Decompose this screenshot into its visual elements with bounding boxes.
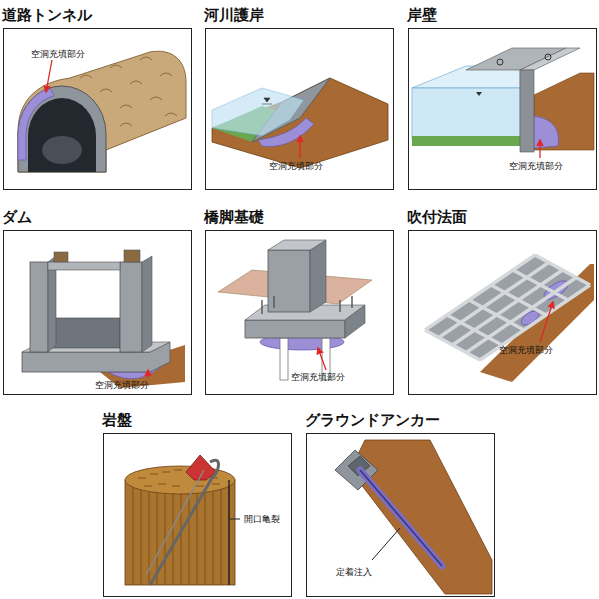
- quay-wall-illustration-part: [412, 136, 520, 146]
- dam-illustration-part: [147, 370, 148, 378]
- ground-anchor-illustration-part: [360, 470, 442, 566]
- pier-foundation-illustration-part: [345, 305, 365, 338]
- quay-wall-illustration-part: [476, 92, 482, 96]
- bedrock-illustration-part: [228, 480, 229, 585]
- quay-wall-illustration-part: [545, 54, 551, 60]
- dam-illustration-part: [30, 262, 48, 352]
- slope-illustration-part-part: [425, 330, 480, 360]
- panel-box: 橋脚基礎空洞充填部分: [205, 230, 394, 395]
- bedrock-illustration-part: [230, 519, 240, 520]
- panel-title: 道路トンネル: [2, 5, 92, 25]
- quay-wall-illustration-part: [539, 140, 540, 158]
- quay-wall-illustration: [412, 48, 594, 158]
- part-label: 空洞充填部分: [291, 372, 345, 383]
- slope-illustration: [425, 255, 594, 382]
- dam-illustration-part: [48, 256, 56, 352]
- panel-title: 橋脚基礎: [204, 207, 264, 227]
- ground-anchor-illustration-part: [360, 470, 442, 566]
- dam-illustration-part: [142, 256, 152, 352]
- pier-foundation-illustration-part: [245, 320, 345, 338]
- slope-illustration-part: [425, 255, 590, 360]
- slope-illustration-part-part: [466, 278, 576, 353]
- tunnel-illustration-part: [28, 98, 96, 172]
- panel-box: グラウンドアンカー定着注入: [306, 433, 495, 597]
- revetment-illustration-part: [212, 88, 304, 136]
- quay-wall-illustration-part: [497, 59, 503, 65]
- tunnel-illustration-part: [46, 60, 52, 92]
- part-label: 開口亀裂: [244, 514, 280, 525]
- slope-illustration-part-part: [480, 285, 590, 360]
- part-label: 空洞充填部分: [31, 49, 85, 60]
- part-label: 空洞充填部分: [95, 380, 149, 391]
- slope-illustration-part-part: [513, 270, 568, 300]
- panel-box: 岸壁空洞充填部分: [408, 28, 597, 190]
- revetment-illustration: [212, 78, 388, 168]
- quay-wall-illustration-part: [534, 73, 594, 150]
- pier-foundation-illustration-part: [262, 296, 352, 314]
- ground-anchor-illustration-part: [372, 528, 400, 560]
- slope-illustration-part: [425, 255, 590, 360]
- pier-foundation-illustration: [218, 240, 372, 380]
- part-label: 空洞充填部分: [269, 161, 323, 172]
- panel-box: ダム空洞充填部分: [3, 230, 192, 395]
- slope-illustration-part-part: [469, 300, 524, 330]
- slope-illustration-part-part: [453, 270, 563, 345]
- panel-box: 河川護岸空洞充填部分: [205, 28, 394, 190]
- quay-wall-illustration-part: [520, 48, 580, 70]
- revetment-illustration-part: [262, 98, 272, 104]
- tunnel-illustration-part: [18, 86, 106, 172]
- quay-wall-illustration-part: [520, 70, 534, 152]
- bedrock-illustration-part: [146, 470, 204, 575]
- tunnel-illustration-part: [42, 136, 82, 164]
- pier-foundation-illustration-part: [268, 240, 326, 250]
- dam-illustration-part: [54, 252, 68, 262]
- dam-illustration: [22, 250, 185, 388]
- dam-illustration-part: [124, 250, 140, 262]
- revetment-illustration-part: [212, 78, 388, 168]
- panel-box: 岩盤開口亀裂: [103, 433, 292, 597]
- tunnel-illustration: [18, 51, 186, 172]
- slope-illustration-part-part: [447, 315, 502, 345]
- dam-illustration-part: [48, 318, 120, 348]
- ground-anchor-illustration: [335, 440, 492, 594]
- quay-wall-illustration-part: [534, 116, 559, 148]
- part-label: 空洞充填部分: [509, 161, 563, 172]
- bedrock-illustration-part: [150, 460, 219, 585]
- slope-illustration-part: [540, 302, 553, 342]
- panel-title: 岸壁: [407, 5, 437, 25]
- panel-box: 道路トンネル空洞充填部分: [3, 28, 192, 190]
- dam-illustration-part: [48, 262, 120, 270]
- slope-illustration-part-part: [535, 255, 590, 285]
- pier-foundation-illustration-part: [318, 348, 326, 370]
- panel-title: ダム: [2, 207, 32, 227]
- dam-illustration-part: [120, 262, 142, 352]
- pier-foundation-illustration-part: [310, 240, 326, 312]
- part-label: 定着注入: [336, 567, 372, 578]
- bedrock-illustration: [125, 455, 240, 585]
- part-label: 空洞充填部分: [499, 345, 553, 356]
- panel-title: グラウンドアンカー: [305, 410, 440, 430]
- quay-wall-illustration-part: [412, 88, 520, 140]
- pier-foundation-illustration-part: [280, 338, 288, 380]
- panel-title: 河川護岸: [204, 5, 264, 25]
- panel-title: 吹付法面: [407, 207, 467, 227]
- slope-illustration-part-part: [491, 285, 546, 315]
- panel-title: 岩盤: [102, 410, 132, 430]
- revetment-illustration-part: [299, 136, 300, 158]
- panel-box: 吹付法面空洞充填部分: [408, 230, 597, 395]
- tunnel-illustration-part: [18, 51, 186, 172]
